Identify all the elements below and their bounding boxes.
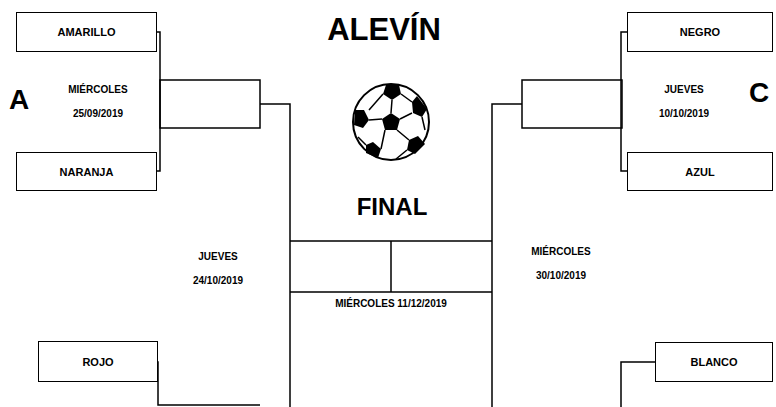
bracket-line [157,362,260,405]
match-date: MIÉRCOLES 25/09/2019 [58,78,138,126]
final-box [290,241,492,292]
team-box: BLANCO [655,342,773,382]
team-name: BLANCO [690,356,737,368]
team-name: NARANJA [60,166,114,178]
team-name: NEGRO [680,26,720,38]
match-date: MIÉRCOLES 30/10/2019 [516,240,606,288]
team-name: AMARILLO [57,26,115,38]
team-name: AZUL [685,166,714,178]
final-date: MIÉRCOLES 11/12/2019 [296,297,486,311]
match-date: JUEVES 24/10/2019 [178,245,258,293]
team-box: NARANJA [16,152,157,191]
bracket-line [492,104,522,407]
bracket-line [260,104,290,407]
team-name: ROJO [82,356,113,368]
empty-slot [160,80,260,128]
soccer-ball [353,84,429,160]
team-box: AZUL [627,152,773,191]
title: ALEVÍN [284,12,484,48]
team-box: ROJO [38,341,158,382]
group-letter: A [6,84,32,116]
bracket-line [621,362,655,407]
empty-slot [522,80,622,128]
match-date: JUEVES 10/10/2019 [644,78,724,126]
group-letter: C [745,77,773,109]
team-box: NEGRO [627,12,773,52]
team-box: AMARILLO [16,12,157,52]
final-heading: FINAL [332,192,452,222]
